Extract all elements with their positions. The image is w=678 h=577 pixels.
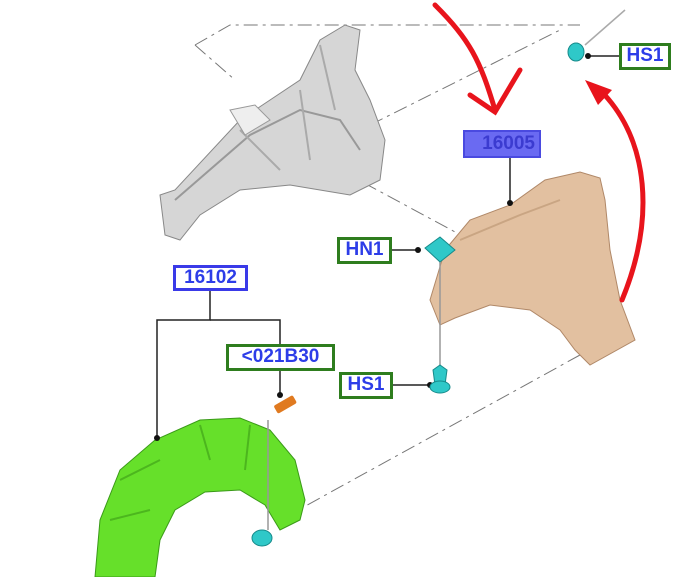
red-annotation-arrows — [432, 2, 646, 303]
callout-16102[interactable]: 16102 — [173, 265, 248, 291]
callout-021b30[interactable]: <021B30 — [226, 344, 335, 371]
fastener-icons — [251, 42, 585, 547]
callout-16005-highlighted[interactable]: 16005 — [463, 130, 541, 158]
hn1-nut-icon — [424, 236, 456, 263]
wheel-liner-part — [94, 417, 306, 577]
body-structure-part — [159, 24, 386, 241]
dash-construction-lines — [194, 24, 581, 521]
liner-screw-icon — [251, 529, 273, 547]
callout-hs1-top[interactable]: HS1 — [619, 43, 671, 70]
hs1-top-screw-icon — [567, 42, 585, 62]
leader-lines — [156, 9, 626, 530]
clip-part — [274, 395, 297, 414]
red-arrowhead — [585, 80, 612, 105]
callout-hs1-bottom[interactable]: HS1 — [339, 372, 393, 399]
callout-hn1[interactable]: HN1 — [337, 237, 392, 264]
fender-part — [429, 171, 636, 366]
